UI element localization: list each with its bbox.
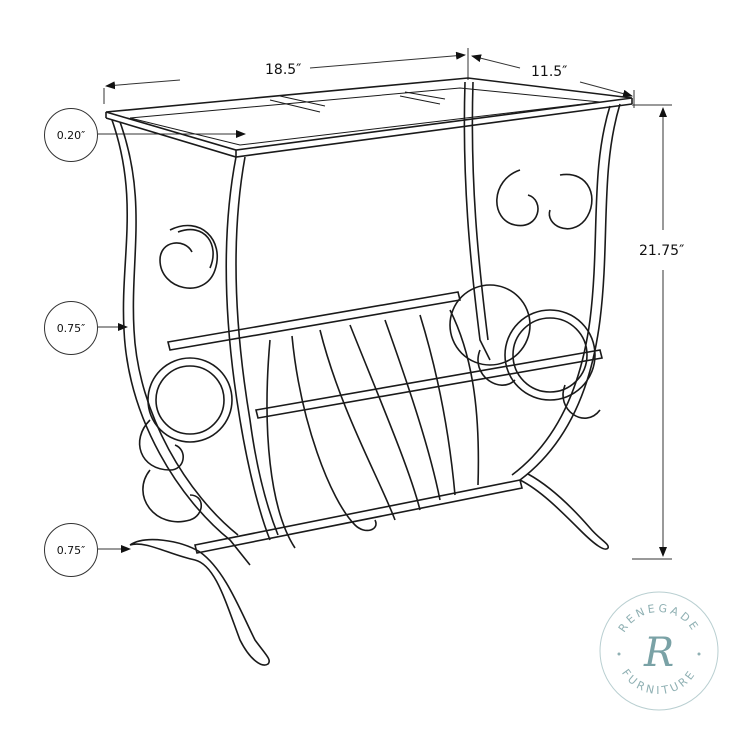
watermark-badge-icon: RENEGADE FURNITURE R bbox=[599, 591, 719, 711]
callout-label: 0.75″ bbox=[56, 543, 86, 557]
callout-leaders bbox=[98, 130, 246, 553]
height-dimension-line bbox=[632, 104, 672, 560]
height-dimension-label: 21.75″ bbox=[636, 243, 688, 259]
callout-label: 0.20″ bbox=[56, 128, 86, 142]
top-thickness-callout: 0.20″ bbox=[44, 108, 98, 162]
feet bbox=[129, 473, 610, 666]
callout-label: 0.75″ bbox=[56, 321, 86, 335]
frame-tube-callout: 0.75″ bbox=[44, 301, 98, 355]
width-dimension-line bbox=[103, 48, 469, 104]
rack-bands bbox=[266, 309, 480, 549]
depth-dimension-label: 11.5″ bbox=[528, 64, 571, 80]
glass-top bbox=[105, 77, 633, 158]
foot-callout: 0.75″ bbox=[44, 523, 98, 577]
watermark-monogram: R bbox=[643, 630, 674, 676]
frame-legs bbox=[111, 81, 621, 566]
decorative-scrolls bbox=[138, 169, 601, 523]
brand-watermark: RENEGADE FURNITURE R bbox=[598, 590, 720, 712]
magazine-rails bbox=[167, 291, 603, 554]
width-dimension-label: 18.5″ bbox=[262, 62, 305, 78]
